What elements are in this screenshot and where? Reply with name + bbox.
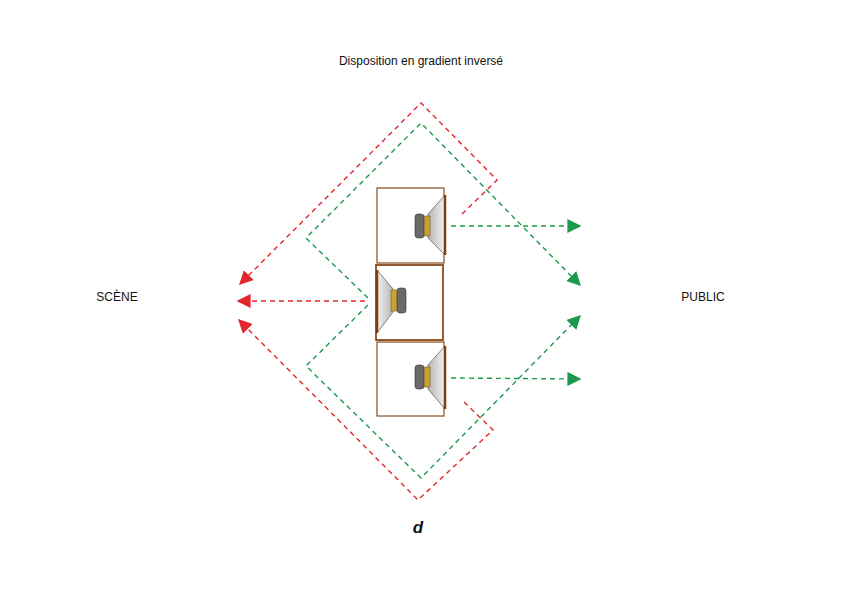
cabinet (376, 188, 444, 416)
diagram-title: Disposition en gradient inversé (339, 55, 503, 68)
cabinet-middle (376, 265, 443, 340)
speaker-middle (377, 270, 406, 333)
audience-label: PUBLIC (681, 291, 724, 304)
speaker-bottom (415, 346, 445, 409)
stage-label: SCÈNE (96, 291, 137, 304)
cabinet-bottom (377, 342, 444, 416)
speaker-top (415, 195, 445, 255)
audience-sound-path (306, 123, 580, 478)
distance-label: d (413, 519, 423, 538)
cabinet-top (377, 188, 444, 263)
